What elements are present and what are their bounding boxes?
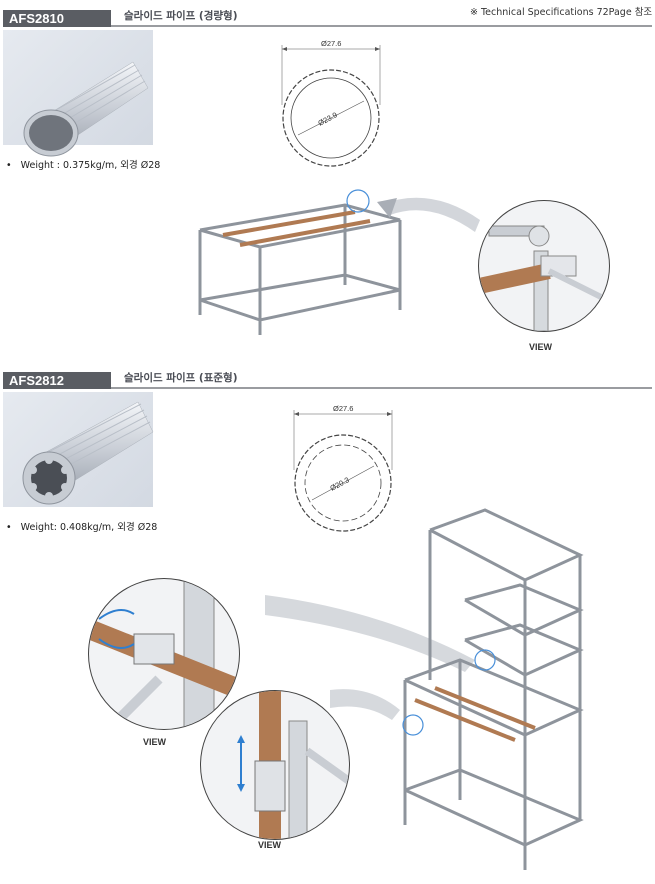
callout-circle (402, 714, 424, 736)
rack-frame-drawing (402, 508, 584, 870)
pipe-photo (3, 392, 154, 507)
section-title: 슬라이드 파이프 (표준형) (124, 372, 238, 384)
section-title: 슬라이드 파이프 (경량형) (124, 10, 238, 22)
callout-circle (346, 189, 370, 213)
view-label: VIEW (143, 737, 167, 747)
product-code-tab: AFS2810 (3, 10, 111, 27)
cross-section-drawing: Ø27.6 Ø20.3 (293, 404, 393, 532)
section-divider (111, 387, 652, 389)
detail-render (237, 691, 349, 839)
cross-section-drawing: Ø27.6 Ø23.9 (281, 39, 381, 167)
detail-view-circle (478, 200, 610, 332)
detail-arrow (265, 595, 475, 720)
detail-view-circle (88, 578, 240, 730)
spec-text: Weight: 0.408kg/m, 외경 Ø28 (20, 522, 158, 533)
view-label: VIEW (529, 342, 553, 352)
product-code-tab: AFS2812 (3, 372, 111, 389)
outer-diameter-label: Ø27.6 (333, 404, 353, 413)
spec-line: • Weight: 0.408kg/m, 외경 Ø28 (6, 522, 158, 533)
pipe-photo (3, 30, 153, 157)
pipe-render (22, 401, 154, 505)
section-divider (111, 25, 652, 27)
spec-line: • Weight : 0.375kg/m, 외경 Ø28 (6, 160, 161, 171)
view-label: VIEW (258, 840, 282, 850)
table-frame-drawing (198, 189, 402, 335)
spec-text: Weight : 0.375kg/m, 외경 Ø28 (20, 160, 161, 171)
callout-circle (474, 649, 496, 671)
reference-note: ※ Technical Specifications 72Page 참조 (470, 7, 653, 18)
detail-render (479, 225, 609, 331)
pipe-render (23, 61, 149, 157)
detail-render (89, 579, 239, 729)
outer-diameter-label: Ø27.6 (321, 39, 341, 48)
detail-view-circle (200, 690, 350, 840)
detail-arrow (377, 197, 480, 232)
